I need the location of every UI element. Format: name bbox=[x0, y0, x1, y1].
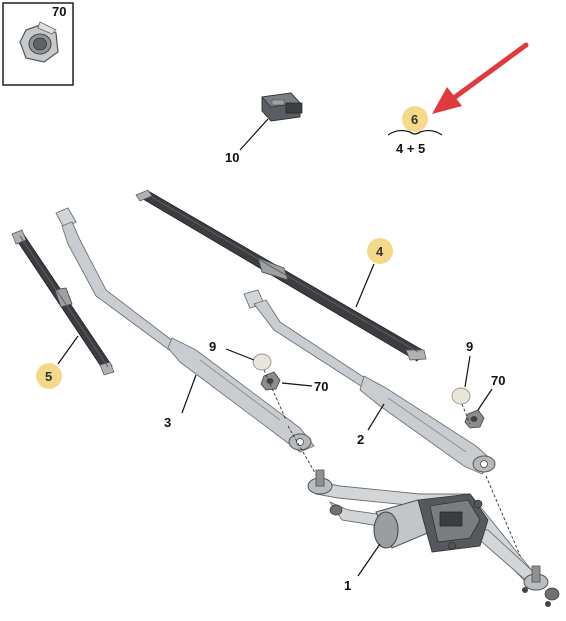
pivot-left bbox=[307, 469, 343, 516]
label-cap-right: 9 bbox=[466, 339, 473, 354]
badge-blade-short bbox=[36, 363, 62, 389]
badge-blade-long bbox=[367, 238, 393, 264]
label-motor: 1 bbox=[344, 578, 351, 593]
wiper-motor-linkage bbox=[307, 469, 560, 607]
label-nut-right: 70 bbox=[491, 373, 505, 388]
wiper-blade-long bbox=[135, 189, 427, 362]
hex-nut-icon bbox=[19, 21, 59, 63]
wiper-blade-short bbox=[11, 229, 115, 376]
cap-right bbox=[451, 387, 471, 405]
motor-body bbox=[373, 493, 489, 553]
label-arm-right: 2 bbox=[357, 432, 364, 447]
kit-badge bbox=[402, 106, 428, 132]
kit-composition: 4 + 5 bbox=[396, 141, 425, 156]
rain-sensor bbox=[261, 92, 303, 122]
label-blade-long: 4 bbox=[376, 244, 384, 259]
kit-number: 6 bbox=[411, 112, 418, 127]
inset-nut-box: 70 bbox=[2, 2, 74, 86]
wiper-arm-right bbox=[243, 289, 496, 475]
inset-label: 70 bbox=[52, 4, 66, 19]
nut-left bbox=[260, 371, 281, 391]
label-arm-left: 3 bbox=[164, 415, 171, 430]
cap-left bbox=[252, 353, 272, 371]
wiper-arm-left bbox=[55, 207, 315, 453]
pivot-right bbox=[522, 565, 560, 607]
label-cap-left: 9 bbox=[209, 339, 216, 354]
kit-callout: 6 4 + 5 bbox=[387, 106, 443, 156]
red-arrow-icon bbox=[432, 42, 529, 114]
label-blade-short: 5 bbox=[45, 369, 52, 384]
label-nut-left: 70 bbox=[314, 379, 328, 394]
label-sensor: 10 bbox=[225, 150, 239, 165]
